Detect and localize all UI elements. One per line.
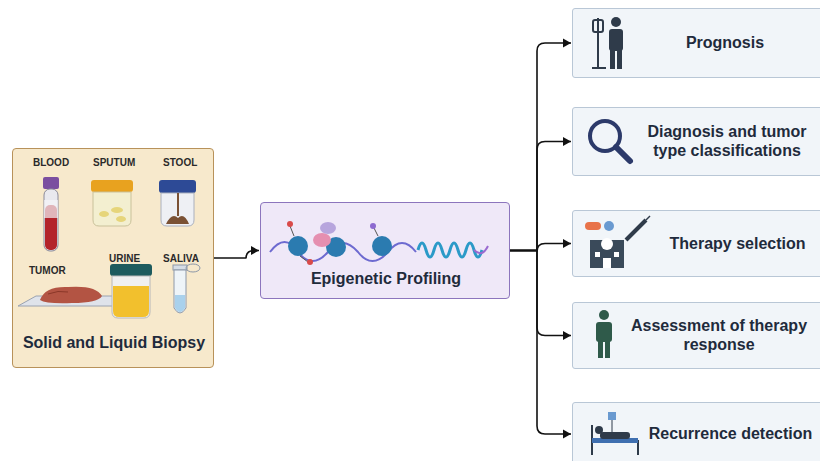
box-text: Therapy selection <box>655 234 820 253</box>
box-text: Recurrence detection <box>643 424 818 443</box>
sputum-jar <box>91 180 133 226</box>
connector-arrow <box>510 137 571 251</box>
outcome-box: Prognosis <box>572 8 820 78</box>
patient-iv-icon <box>592 17 623 69</box>
outcome-box: Therapy selection <box>572 210 820 277</box>
specimen-label: STOOL <box>163 157 197 168</box>
hospital-therapy-icon <box>585 216 650 268</box>
box-text: Assessment of therapy response <box>629 316 809 354</box>
stool-jar <box>159 180 196 226</box>
saliva-tube <box>173 264 200 313</box>
box-text: Epigenetic Profiling <box>261 269 511 288</box>
person-icon <box>596 310 612 358</box>
specimen-label: SPUTUM <box>93 157 135 168</box>
urine-jar <box>110 264 152 318</box>
specimen-label: TUMOR <box>29 265 66 276</box>
connector-arrow <box>510 39 571 251</box>
specimen-label: BLOOD <box>33 157 69 168</box>
outcome-box: Recurrence detection <box>572 402 820 461</box>
chromatin-illustration <box>270 221 488 265</box>
box-text: Prognosis <box>635 33 815 52</box>
process-box: Epigenetic Profiling <box>260 202 510 299</box>
connector-arrow <box>510 251 571 439</box>
magnifier-icon <box>590 121 630 161</box>
connector-arrow <box>214 246 259 259</box>
outcome-box: Assessment of therapy response <box>572 302 820 369</box>
tumor-slide <box>18 287 136 306</box>
box-text: Solid and Liquid Biopsy <box>13 333 215 352</box>
hospital-bed-icon <box>592 412 638 455</box>
connector-arrow <box>510 251 571 341</box>
connector-arrow <box>510 239 571 252</box>
specimen-label: URINE <box>109 253 140 264</box>
specimen-panel: Solid and Liquid Biopsy BLOOD SPUTUM STOOL T… <box>12 148 214 368</box>
box-text: Diagnosis and tumor type classifications <box>635 122 819 160</box>
blood-tube <box>43 177 59 251</box>
specimen-label: SALIVA <box>163 253 199 264</box>
outcome-box: Diagnosis and tumor type classifications <box>572 107 820 176</box>
